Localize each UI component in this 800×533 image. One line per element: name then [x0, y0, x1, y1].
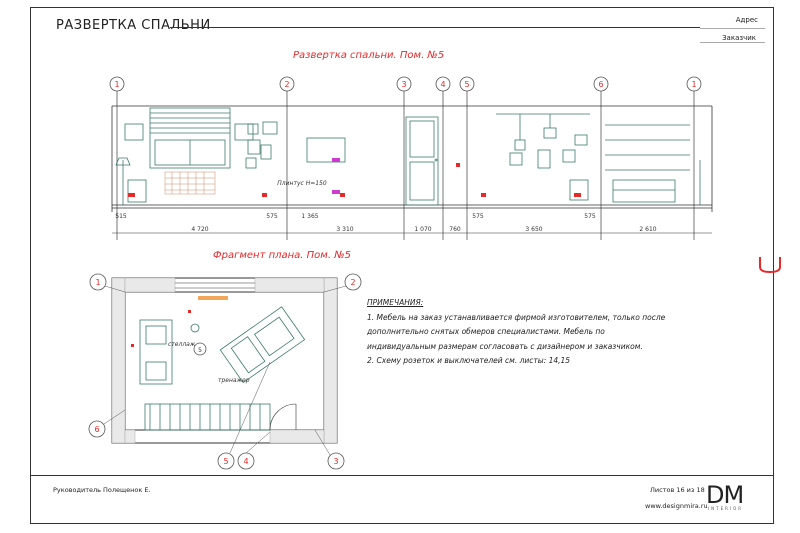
footer-divider — [30, 475, 774, 476]
plan-marker-label-4: 4 — [243, 457, 248, 466]
footer-manager: Руководитель Полещенок Е. — [53, 486, 151, 494]
door — [405, 116, 439, 206]
picture-frames — [245, 121, 346, 169]
plan-window — [175, 282, 255, 289]
address-line — [700, 28, 765, 29]
footer-sheet-info: Листов 16 из 18 — [650, 486, 705, 494]
customer-line — [700, 42, 765, 43]
axis-label-1b: 1 — [691, 80, 696, 89]
axis-label-3: 3 — [401, 80, 406, 89]
dim-3: 1 070 — [414, 226, 431, 233]
plan-label-shelf: стеллаж — [168, 341, 196, 348]
left-lamp-chair — [115, 157, 147, 205]
plan-marker-label-2: 2 — [350, 278, 355, 287]
address-label: Адрес — [735, 16, 758, 24]
dim-2: 3 310 — [336, 226, 353, 233]
small-dim-3: 1 365 — [301, 213, 318, 220]
small-dim-4: 575 — [472, 213, 484, 220]
sheet-title: РАЗВЕРТКА СПАЛЬНИ — [56, 18, 211, 33]
bookshelf-sofa — [569, 124, 701, 205]
plan-walls — [111, 277, 338, 444]
drawing-sheet-frame — [30, 7, 774, 524]
plan-leaders — [103, 285, 347, 456]
radiator — [164, 171, 216, 195]
plan-furniture — [139, 306, 306, 431]
notes-heading: ПРИМЕЧАНИЯ: — [367, 298, 424, 307]
axis-label-5: 5 — [464, 80, 469, 89]
plan-markers — [88, 273, 362, 470]
title-underline — [170, 27, 700, 28]
plan-door — [269, 403, 297, 431]
dim-6: 2 610 — [639, 226, 656, 233]
dim-5: 3 650 — [525, 226, 542, 233]
plan-marker-label-6: 6 — [94, 425, 99, 434]
axis-markers — [109, 76, 702, 240]
customer-label: Заказчик — [722, 34, 756, 42]
axis-label-6: 6 — [598, 80, 603, 89]
page-corner-mark-icon — [759, 257, 781, 274]
elevation-title: Развертка спальни. Пом. №5 — [293, 50, 445, 61]
company-logo: DM — [706, 481, 744, 509]
note-item-1: 1. Мебель на заказ устанавливается фирмо… — [367, 312, 666, 351]
plan-red-marks — [131, 310, 191, 347]
notes-block: ПРИМЕЧАНИЯ: 1. Мебель на заказ устанавли… — [367, 296, 667, 369]
plinth-note: Плинтус H=150 — [277, 180, 327, 187]
plan-marker-label-3: 3 — [333, 457, 338, 466]
footer-website: www.designmira.ru — [645, 502, 708, 510]
note-item-2: 2. Схему розеток и выключателей см. лист… — [367, 356, 571, 365]
plan-marker-label-1: 1 — [95, 278, 100, 287]
plan-title: Фрагмент плана. Пом. №5 — [213, 250, 351, 261]
axis-label-2: 2 — [284, 80, 289, 89]
small-dim-1: 515 — [115, 213, 127, 220]
plan-radiator — [198, 296, 228, 300]
axis-label-4: 4 — [440, 80, 445, 89]
elevation-walls — [111, 105, 713, 212]
company-logo-sub: INTERIOR — [708, 506, 744, 511]
small-dim-5: 575 — [584, 213, 596, 220]
plan-label-trainer: тренажер — [218, 377, 250, 384]
window-with-blinds — [124, 107, 254, 169]
dim-4: 760 — [449, 226, 461, 233]
plan-center-marker: 5 — [198, 347, 202, 354]
hanging-frames — [496, 113, 590, 169]
plan-wall-fill — [111, 277, 338, 444]
dim-1: 4 720 — [191, 226, 208, 233]
axis-label-1: 1 — [114, 80, 119, 89]
outlet-markers — [128, 163, 581, 197]
plan-marker-label-5: 5 — [223, 457, 228, 466]
switch-markers — [332, 158, 340, 194]
small-dim-2: 575 — [266, 213, 278, 220]
